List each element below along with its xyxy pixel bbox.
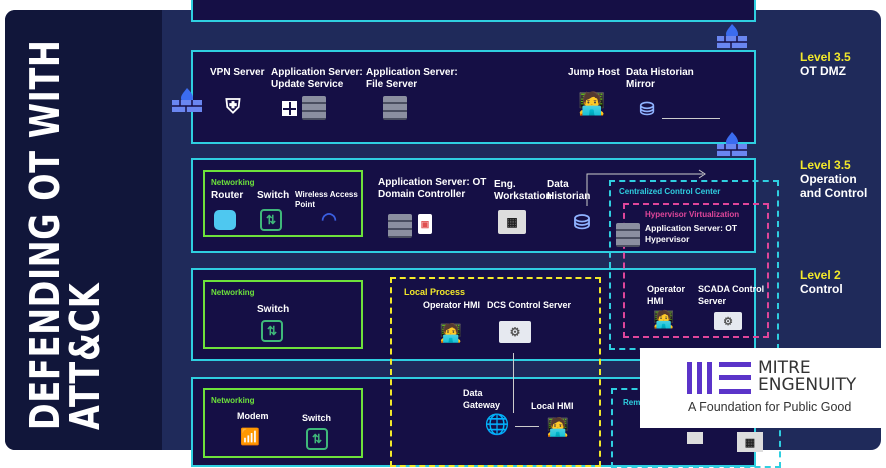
shield-icon: ⛨	[225, 95, 241, 118]
arrow-line	[515, 426, 539, 427]
logo-name-2: ENGENUITY	[758, 375, 857, 395]
switch-icon: ⇅	[306, 428, 328, 450]
local-hmi-label: Local HMI	[531, 401, 574, 411]
title-line-2: ATT&CK	[61, 282, 109, 430]
mitre-logo-mark	[687, 362, 751, 394]
historian-mirror-label: Data Historian Mirror	[626, 67, 694, 90]
firewall-icon	[172, 88, 202, 112]
server-icon	[383, 96, 407, 120]
modem-icon: 📶	[240, 429, 260, 446]
eng-workstation-label: Eng. Workstation	[494, 179, 552, 202]
data-gateway-label: Data Gateway	[463, 388, 501, 410]
router-label: Router	[211, 190, 244, 201]
workstation-icon: ▦	[498, 210, 526, 234]
dmz-box	[191, 50, 756, 144]
domain-controller-label: Application Server: OT Domain Controller	[378, 177, 487, 200]
jump-host-user-icon: 🧑‍💻	[578, 91, 606, 116]
vpn-server-label: VPN Server	[210, 67, 265, 78]
level-number: Level 2	[800, 268, 841, 282]
wap-label: Wireless Access Point	[295, 190, 358, 209]
networking-group: Networking Router Switch Wireless Access…	[203, 170, 363, 237]
server-icon	[388, 214, 412, 238]
networking-group: Networking Switch ⇅	[203, 280, 363, 349]
server-icon	[616, 223, 640, 247]
update-service-label: Application Server: Update Service	[271, 67, 363, 90]
level-name: Operation and Control	[800, 172, 868, 200]
hypervisor-server-label: Application Server: OT Hypervisor	[645, 223, 738, 244]
switch-icon: ⇅	[261, 320, 283, 342]
server-icon	[302, 96, 326, 120]
level-number: Level 3.5	[800, 158, 851, 172]
level-name: OT DMZ	[800, 64, 846, 78]
database-icon: ⛁	[639, 98, 655, 119]
control-server-icon: ⚙	[499, 321, 531, 343]
title-line-1: DEFENDING OT WITH	[21, 39, 69, 430]
id-badge-icon: ▣	[418, 214, 432, 234]
switch-label: Switch	[257, 304, 290, 315]
operator-hmi-label: Operator HMI	[647, 284, 686, 306]
data-flow-arrow	[586, 169, 706, 206]
local-process-group: Local Process Operator HMI 🧑‍💻 DCS Contr…	[390, 277, 601, 467]
networking-group: Networking Modem 📶 Switch ⇅	[203, 388, 363, 458]
operator-hmi-label: Operator HMI	[423, 300, 481, 310]
hypervisor-label: Hypervisor Virtualization	[645, 210, 740, 219]
local-process-label: Local Process	[404, 287, 466, 297]
networking-label: Networking	[211, 396, 255, 405]
switch-label: Switch	[257, 190, 290, 201]
remote-label: Rem	[623, 398, 641, 407]
windows-icon	[282, 101, 297, 116]
scada-server-label: SCADA Control Server	[698, 284, 765, 306]
database-icon: ⛁	[573, 211, 591, 234]
globe-gateway-icon: 🌐	[484, 413, 510, 436]
firewall-icon	[717, 24, 747, 48]
bidirectional-arrow	[513, 353, 514, 413]
arrow-line	[662, 118, 720, 119]
operator-icon: 🧑‍💻	[439, 322, 463, 343]
control-server-icon: ⚙	[714, 312, 742, 330]
networking-label: Networking	[211, 178, 255, 187]
networking-label: Networking	[211, 288, 255, 297]
modem-label: Modem	[237, 411, 269, 421]
ccc-label: Centralized Control Center	[619, 187, 721, 196]
workstation-icon: ▦	[737, 432, 763, 452]
router-icon	[214, 210, 236, 230]
operator-icon: 🧑‍💻	[546, 416, 570, 437]
switch-icon: ⇅	[260, 209, 282, 231]
file-server-label: Application Server: File Server	[366, 67, 458, 90]
monitor-icon	[687, 432, 703, 444]
data-historian-label: Data Historian	[547, 179, 591, 202]
jump-host-label: Jump Host	[568, 67, 620, 78]
wifi-icon: ◠	[321, 208, 337, 229]
hypervisor-group: Hypervisor Virtualization Application Se…	[616, 203, 769, 338]
logo-tagline: A Foundation for Public Good	[688, 400, 852, 414]
level-number: Level 3.5	[800, 50, 851, 64]
level-name: Control	[800, 282, 843, 296]
logo-name-1: MITRE	[758, 358, 811, 378]
control-box	[191, 268, 756, 361]
dcs-server-label: DCS Control Server	[487, 300, 572, 310]
top-level-box	[191, 0, 756, 22]
switch-label: Switch	[302, 413, 332, 423]
firewall-icon	[717, 132, 747, 156]
operator-icon: 🧑‍💻	[653, 310, 675, 329]
